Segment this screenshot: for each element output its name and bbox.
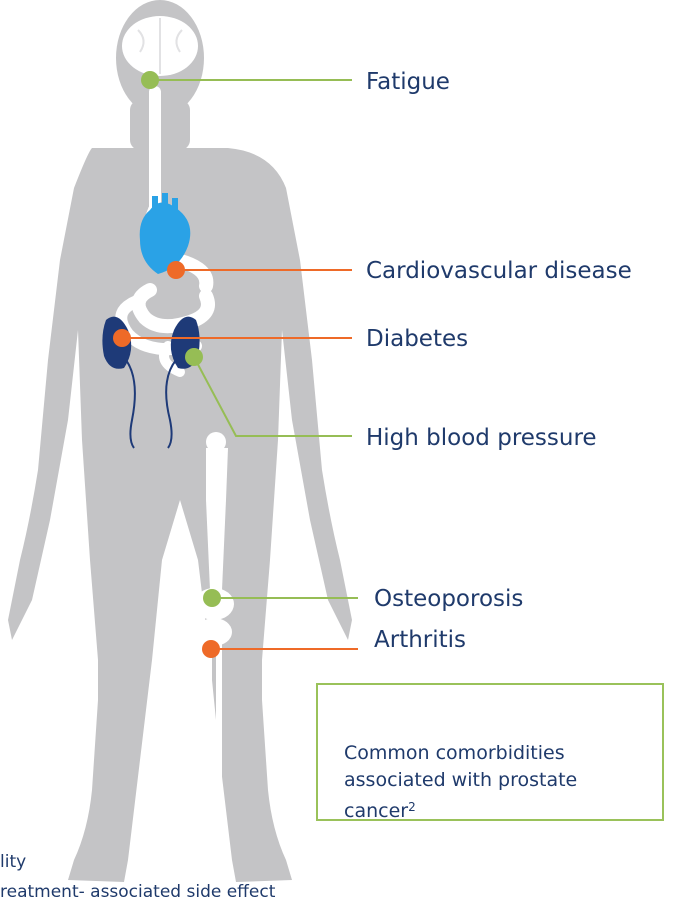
high-bp-label: High blood pressure [366,427,597,450]
brain-icon [122,16,198,76]
high-bp-marker [185,348,203,366]
diabetes-marker [113,329,131,347]
arthritis-marker [202,640,220,658]
body-silhouette [8,0,352,882]
note-text: Common comorbidities associated with pro… [344,742,577,822]
osteoporosis-label: Osteoporosis [374,588,523,611]
fatigue-marker [141,71,159,89]
comorbidities-note-box: Common comorbidities associated with pro… [316,683,664,821]
fatigue-label: Fatigue [366,71,450,94]
arthritis-label: Arthritis [374,629,466,652]
note-citation: 2 [408,800,416,814]
osteoporosis-marker [203,589,221,607]
legend-line-2: reatment- associated side effect [0,882,275,902]
cardiovascular-marker [167,261,185,279]
cardiovascular-label: Cardiovascular disease [366,260,632,283]
diabetes-label: Diabetes [366,328,468,351]
legend-line-1: lity [0,852,26,872]
